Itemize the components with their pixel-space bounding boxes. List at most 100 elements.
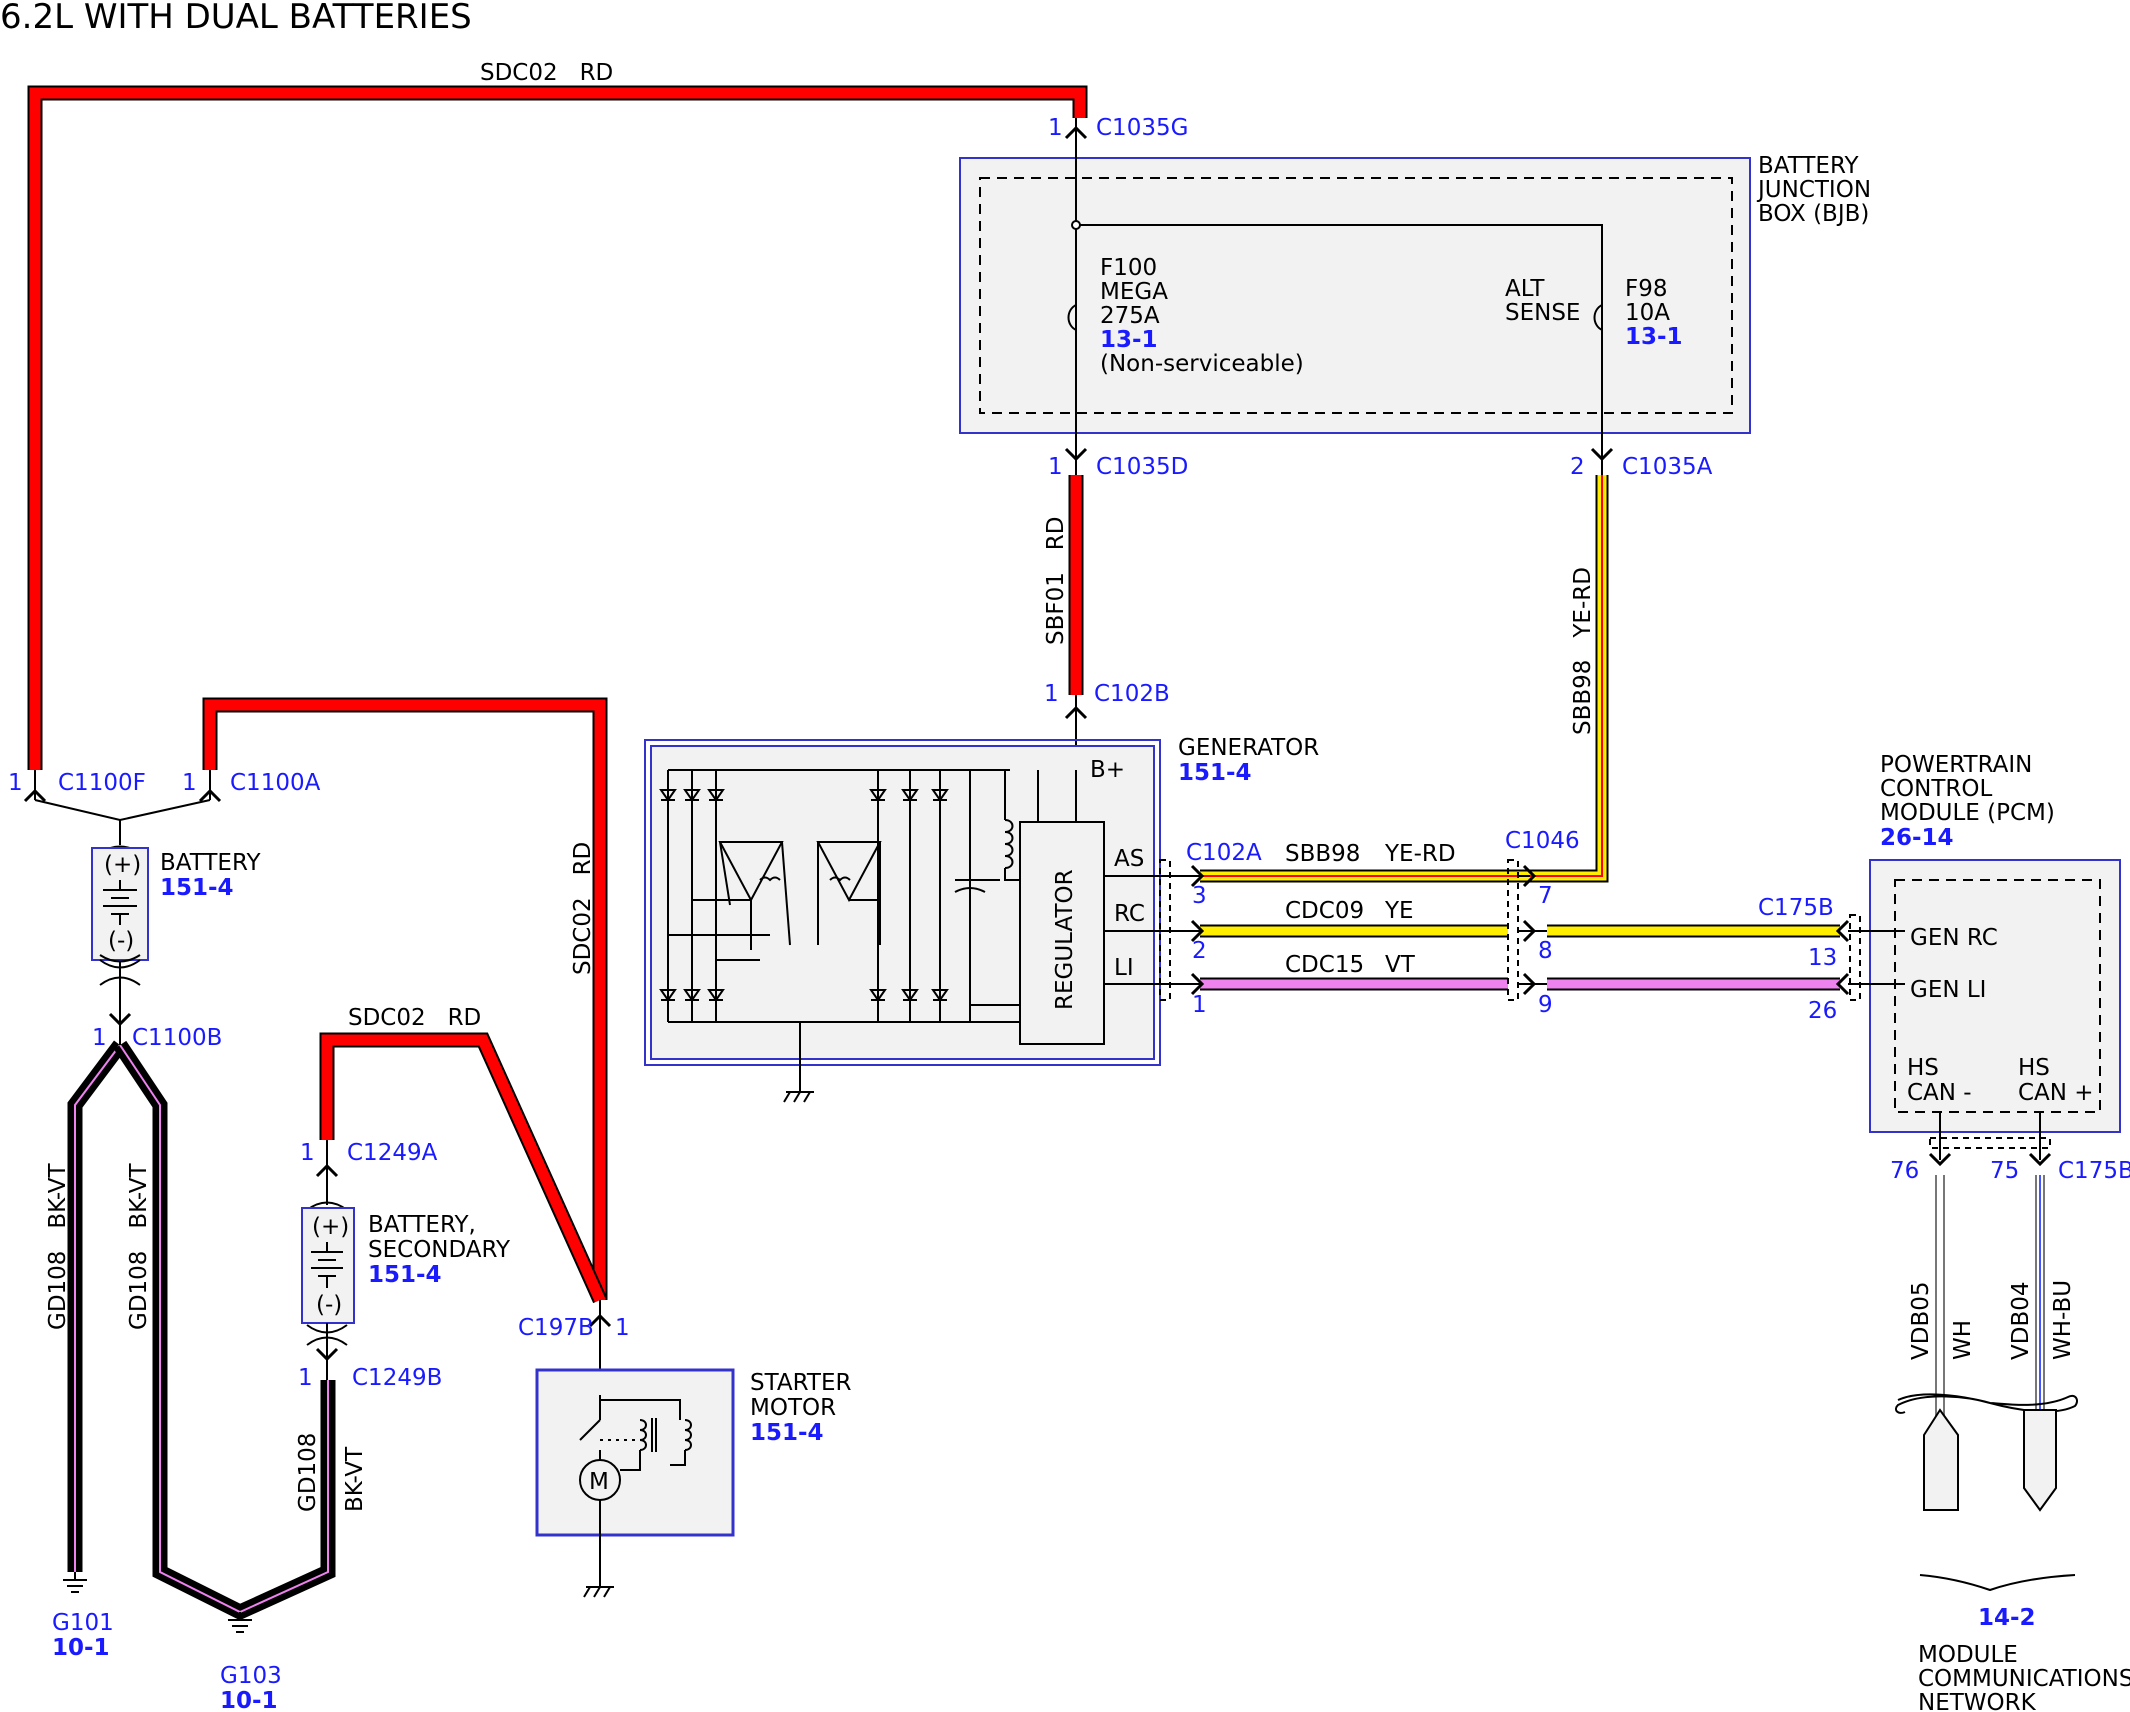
svg-text:C197B: C197B <box>518 1315 594 1341</box>
bjb-label: BATTERY JUNCTION BOX (BJB) <box>1756 153 1871 227</box>
connector-c102b: 1 C102B <box>1044 681 1170 770</box>
connector-c1046: C1046 7 8 9 <box>1505 828 1580 1018</box>
battery-secondary-label: BATTERY, SECONDARY 151-4 <box>368 1212 511 1288</box>
svg-text:26-14: 26-14 <box>1880 825 1954 851</box>
svg-text:3: 3 <box>1192 883 1207 909</box>
wire-label-sbb98-vertical: SBB98 YE-RD <box>1570 567 1596 735</box>
svg-text:C1035G: C1035G <box>1096 115 1188 141</box>
svg-text:C1035D: C1035D <box>1096 454 1188 480</box>
battery-secondary-minus: (-) <box>316 1292 342 1318</box>
wire-label-gd108-c: GD108 <box>295 1433 321 1512</box>
svg-text:BATTERY: BATTERY <box>1758 153 1859 179</box>
starter-motor-symbol: M <box>589 1469 609 1495</box>
svg-text:75: 75 <box>1990 1158 2019 1184</box>
connector-c1035a: 2 C1035A <box>1570 447 1713 480</box>
svg-text:SENSE: SENSE <box>1505 300 1580 326</box>
connector-c1035g: 1 C1035G <box>1048 115 1188 141</box>
ground-g103: G103 10-1 <box>220 1611 282 1712</box>
wire-label-sdc02-secondary: SDC02 RD <box>348 1005 481 1031</box>
connector-c1249b: 1 C1249B <box>298 1365 442 1391</box>
svg-text:1: 1 <box>615 1315 630 1341</box>
svg-text:(Non-serviceable): (Non-serviceable) <box>1100 351 1304 377</box>
wire-sdc02-top <box>27 85 1088 770</box>
svg-text:STARTER: STARTER <box>750 1370 851 1396</box>
wire-sdc02-secondary <box>319 1032 607 1304</box>
network-ref: 14-2 <box>1978 1605 2036 1631</box>
svg-text:C1100F: C1100F <box>58 770 146 796</box>
svg-text:POWERTRAIN: POWERTRAIN <box>1880 752 2032 778</box>
connector-c1100b: 1 C1100B <box>92 1025 222 1051</box>
diagram-title: 6.2L WITH DUAL BATTERIES <box>0 0 472 37</box>
svg-text:8: 8 <box>1538 938 1553 964</box>
generator-pin-rc: RC <box>1114 901 1145 927</box>
connector-c1249a: 1 C1249A <box>300 1140 438 1166</box>
pcm-gen-rc: GEN RC <box>1910 925 1998 951</box>
svg-text:G103: G103 <box>220 1663 282 1689</box>
ground-g101: G101 10-1 <box>52 1571 114 1661</box>
svg-text:1: 1 <box>298 1365 313 1391</box>
svg-text:COMMUNICATIONS: COMMUNICATIONS <box>1918 1666 2130 1692</box>
battery <box>23 770 222 1045</box>
svg-text:C1046: C1046 <box>1505 828 1580 854</box>
svg-text:76: 76 <box>1890 1158 1919 1184</box>
svg-text:F100: F100 <box>1100 255 1157 281</box>
battery-junction-box <box>959 118 1751 458</box>
svg-text:1: 1 <box>1048 454 1063 480</box>
wire-label-sbb98-color: YE-RD <box>1384 841 1456 867</box>
svg-text:C1100B: C1100B <box>132 1025 222 1051</box>
svg-text:1: 1 <box>182 770 197 796</box>
svg-text:SECONDARY: SECONDARY <box>368 1237 511 1263</box>
svg-text:13-1: 13-1 <box>1625 324 1683 350</box>
starter-motor <box>535 1300 735 1598</box>
svg-text:C102A: C102A <box>1186 840 1262 866</box>
wire-gd108 <box>67 1040 336 1621</box>
svg-text:MODULE (PCM): MODULE (PCM) <box>1880 800 2055 826</box>
svg-text:C1249B: C1249B <box>352 1365 442 1391</box>
wire-label-gd108-b: GD108 BK-VT <box>126 1163 152 1330</box>
battery-label: BATTERY <box>160 850 261 876</box>
svg-text:1: 1 <box>1192 992 1207 1018</box>
starter-motor-label: STARTER MOTOR 151-4 <box>750 1370 851 1446</box>
svg-text:ALT: ALT <box>1505 276 1545 302</box>
svg-text:NETWORK: NETWORK <box>1918 1690 2037 1712</box>
svg-text:13-1: 13-1 <box>1100 327 1158 353</box>
connector-c1100a: 1 C1100A <box>182 770 321 796</box>
svg-text:1: 1 <box>8 770 23 796</box>
svg-text:F98: F98 <box>1625 276 1668 302</box>
wire-label-cdc09-color: YE <box>1384 898 1414 924</box>
network-connectors <box>1919 1408 2076 1592</box>
battery-plus: (+) <box>104 852 141 878</box>
wire-label-vdb04-name: VDB04 <box>2008 1282 2034 1361</box>
wire-label-sbf01: SBF01 RD <box>1043 517 1069 646</box>
svg-text:10-1: 10-1 <box>220 1688 278 1712</box>
connector-c197b: C197B 1 <box>518 1315 630 1341</box>
svg-text:C1249A: C1249A <box>347 1140 438 1166</box>
svg-text:7: 7 <box>1538 883 1553 909</box>
wire-label-sdc02-vertical: SDC02 RD <box>570 842 596 975</box>
svg-text:C102B: C102B <box>1094 681 1170 707</box>
svg-text:C1035A: C1035A <box>1622 454 1713 480</box>
svg-text:151-4: 151-4 <box>750 1420 824 1446</box>
fuse-f98: ALT SENSE F98 10A 13-1 <box>1505 276 1683 350</box>
generator-pin-as: AS <box>1114 846 1144 872</box>
network-label: MODULE COMMUNICATIONS NETWORK <box>1918 1642 2130 1712</box>
svg-text:MEGA: MEGA <box>1100 279 1168 305</box>
svg-text:13: 13 <box>1808 945 1837 971</box>
connector-c1100f: 1 C1100F <box>8 770 146 796</box>
wire-label-sbb98-name: SBB98 <box>1285 841 1360 867</box>
wire-can-pair <box>1895 1175 2078 1450</box>
svg-text:G101: G101 <box>52 1610 114 1636</box>
generator-ref: 151-4 <box>1178 760 1252 786</box>
connector-c175b-pcm: C175B 13 26 <box>1758 895 1861 1024</box>
generator-pin-li: LI <box>1114 955 1134 981</box>
generator-b-plus: B+ <box>1090 757 1125 783</box>
generator <box>644 739 1200 1103</box>
wire-label-cdc15-name: CDC15 <box>1285 952 1364 978</box>
wire-label-sdc02-top: SDC02 RD <box>480 60 613 86</box>
svg-text:1: 1 <box>92 1025 107 1051</box>
svg-text:C1100A: C1100A <box>230 770 321 796</box>
wire-label-cdc09-name: CDC09 <box>1285 898 1364 924</box>
svg-text:1: 1 <box>1044 681 1059 707</box>
svg-text:2: 2 <box>1192 938 1207 964</box>
